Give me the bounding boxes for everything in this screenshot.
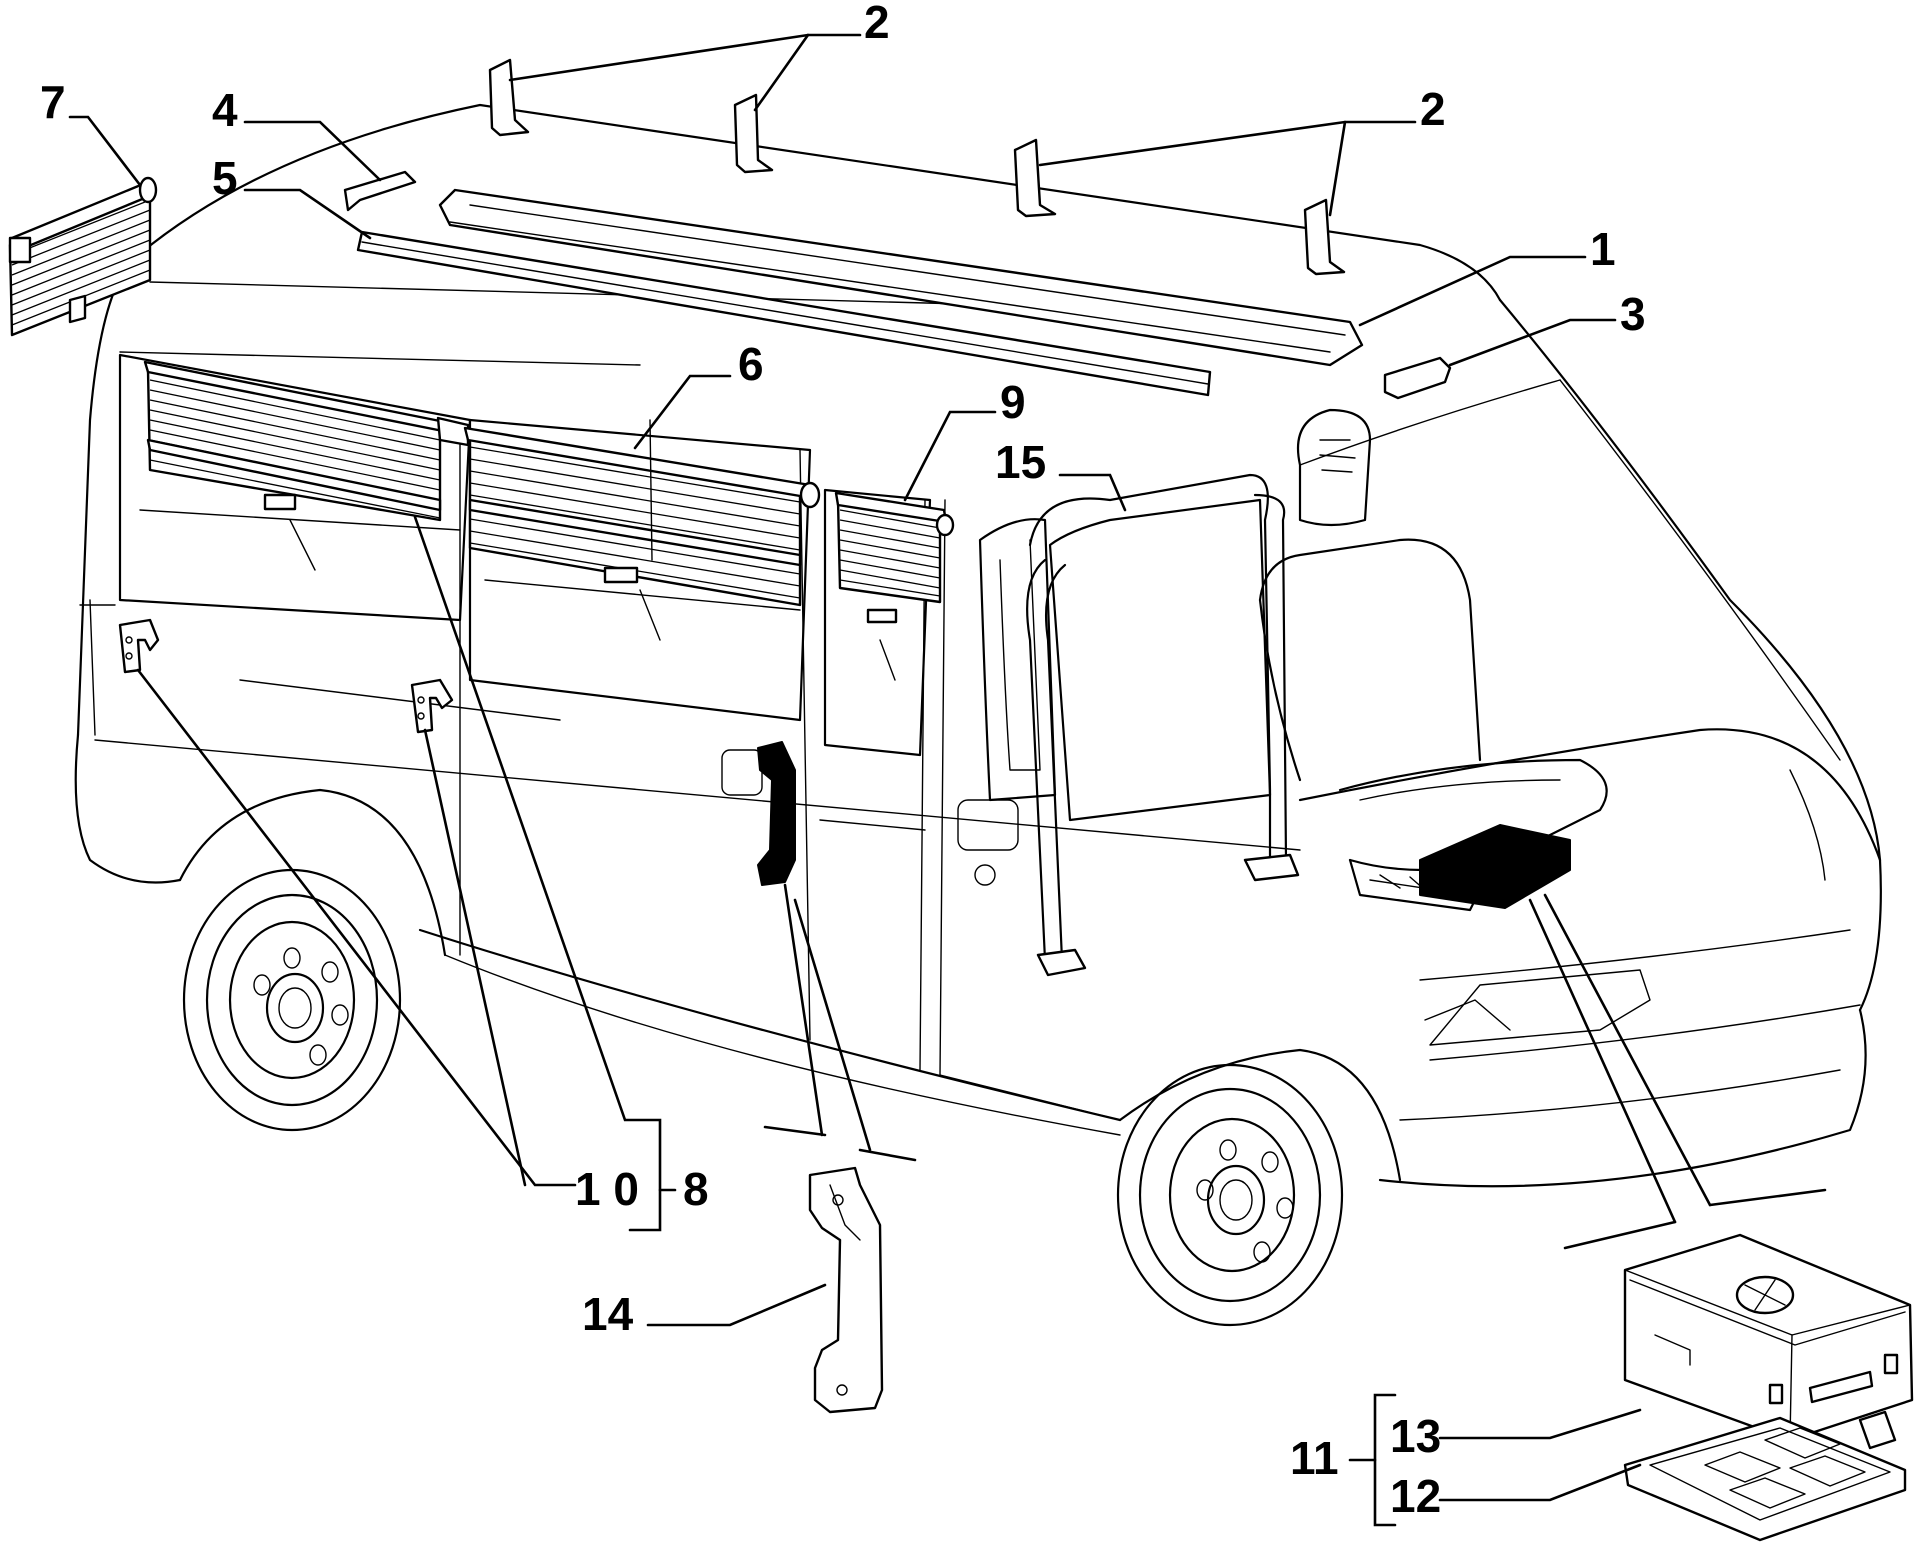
first-aid-box: [1623, 1233, 1914, 1442]
label-5: 5: [212, 152, 238, 204]
roll-bar-frame: [1026, 473, 1300, 977]
label-7: 7: [40, 76, 66, 128]
label-10: 1 0: [575, 1163, 639, 1215]
label-13: 13: [1390, 1410, 1441, 1462]
roof-strip: [356, 230, 1212, 397]
driver-seat: [1258, 408, 1608, 912]
label-12: 12: [1390, 1470, 1441, 1522]
rear-roller-blind: [8, 176, 158, 337]
label-9: 9: [1000, 376, 1026, 428]
label-8: 8: [683, 1163, 709, 1215]
label-1: 1: [1590, 223, 1616, 275]
label-3: 3: [1620, 288, 1646, 340]
coat-hooks: [118, 618, 454, 734]
rail-end-cap-front: [1383, 356, 1452, 400]
side-roller-blind-front: [834, 491, 955, 624]
front-wheel: [1116, 1063, 1344, 1327]
label-6: 6: [738, 338, 764, 390]
leader-lines: [68, 33, 1827, 1527]
label-2-right: 2: [1420, 83, 1446, 135]
label-2-top: 2: [864, 0, 890, 48]
side-roller-blind-middle: [463, 419, 821, 607]
label-15: 15: [995, 436, 1046, 488]
rail-end-cap-rear: [343, 170, 417, 212]
grab-handle-part: [808, 1166, 884, 1414]
label-14: 14: [582, 1288, 634, 1340]
callout-labels: 2 2 1 3 4 5 7 6 9 15 1 0 8 14 13 12 11: [40, 0, 1646, 1522]
roof-brackets: [488, 58, 1346, 276]
side-roller-blind-rear: [143, 360, 470, 522]
label-11: 11: [1290, 1432, 1339, 1484]
first-aid-kit-mounted: [1419, 824, 1571, 909]
roof-rack-rail: [438, 188, 1364, 367]
label-4: 4: [212, 84, 238, 136]
van-body: [74, 103, 1882, 1188]
rear-wheel: [182, 868, 402, 1132]
mounting-tray: [1623, 1410, 1907, 1542]
grab-handle-mounted: [757, 741, 796, 886]
